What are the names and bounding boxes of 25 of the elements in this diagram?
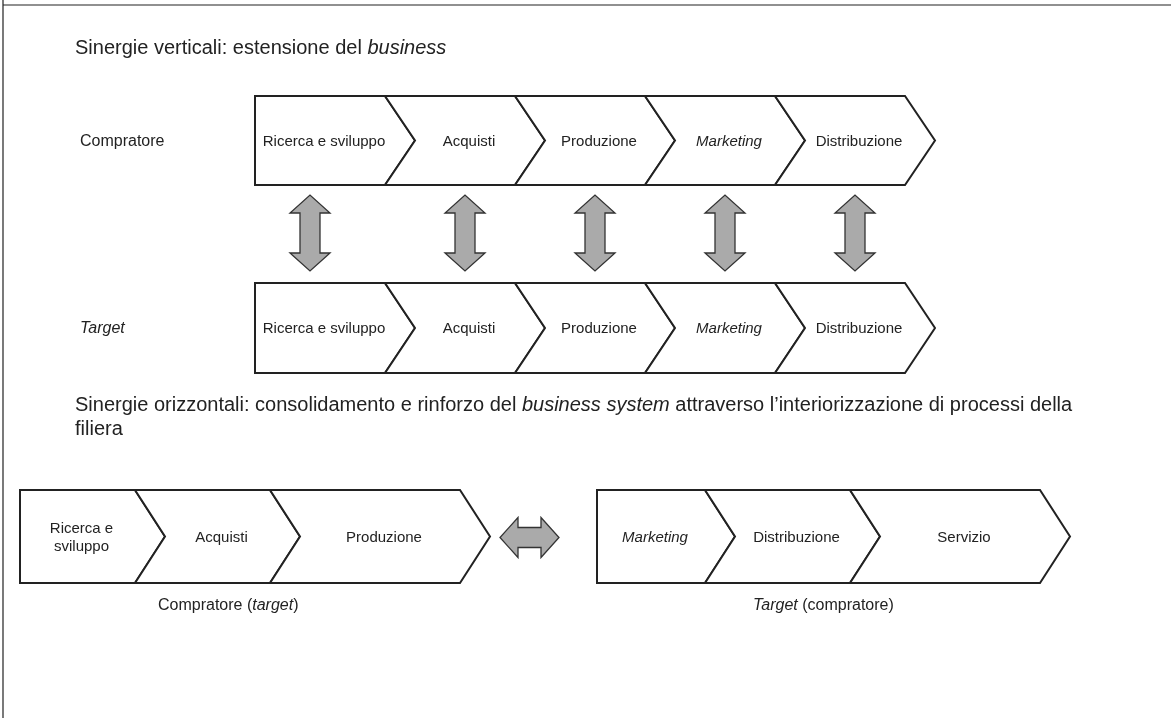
step-label: Ricerca e sviluppo	[48, 518, 115, 555]
step-label: Distribuzione	[815, 131, 903, 150]
step-label: Acquisti	[442, 131, 496, 150]
step-label: Marketing	[696, 319, 762, 337]
step-label: Produzione	[346, 527, 422, 546]
step-label: Servizio	[937, 527, 991, 546]
double-arrow	[833, 194, 877, 272]
step-label: Marketing	[696, 131, 762, 150]
chain-caption: Compratore (target)	[158, 595, 299, 615]
chain-caption: Target (compratore)	[753, 595, 894, 615]
step-label: Distribuzione	[753, 527, 840, 546]
double-arrow	[703, 194, 747, 272]
row-label: Compratore	[80, 131, 165, 151]
step-label: Acquisti	[195, 527, 248, 546]
step-label: Produzione	[561, 319, 637, 337]
double-arrow	[443, 194, 487, 272]
step-label: Distribuzione	[815, 319, 903, 337]
section-heading: Sinergie orizzontali: consolidamento e rinforzo del business system attraverso l’interiorizzazione di processi della filiera	[75, 392, 1074, 440]
double-arrow	[573, 194, 617, 272]
step-label: Acquisti	[442, 319, 496, 337]
row-label: Target	[80, 318, 125, 338]
step-label: Produzione	[561, 131, 637, 150]
double-arrow	[288, 194, 332, 272]
section-heading: Sinergie verticali: estensione del business	[75, 35, 447, 59]
double-arrow	[499, 515, 560, 560]
